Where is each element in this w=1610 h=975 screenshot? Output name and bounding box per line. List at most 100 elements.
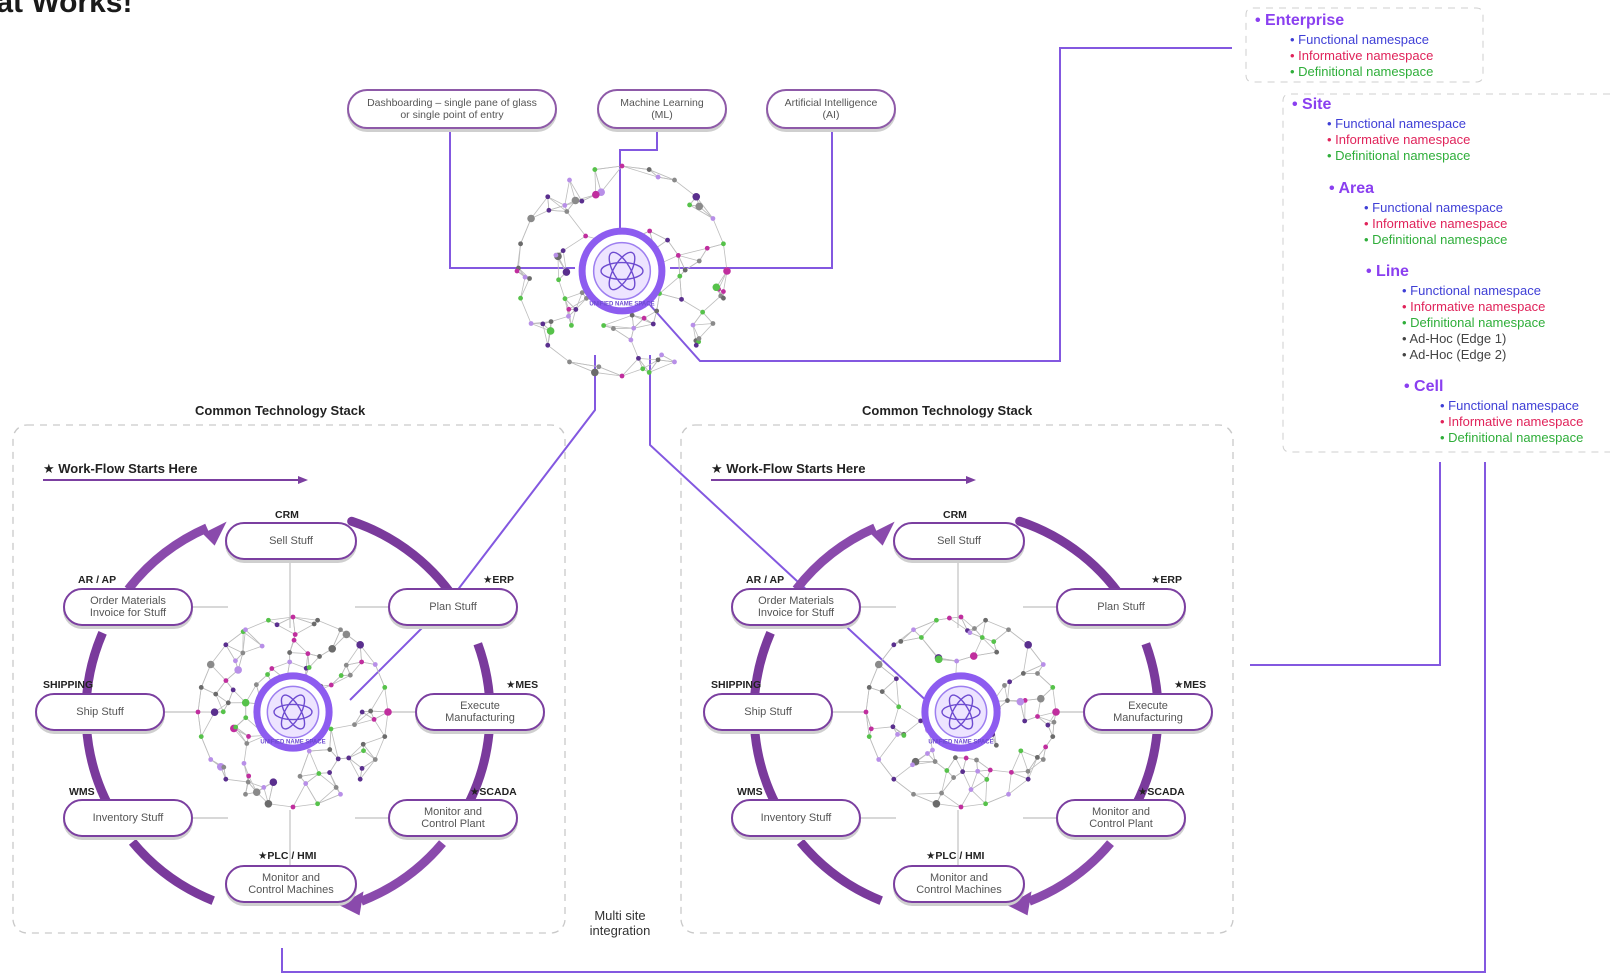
network-edge <box>621 358 639 377</box>
network-edge <box>990 769 1012 773</box>
machine-learning-node: Machine Learning (ML) <box>597 89 727 129</box>
workflow-arrow-1-head <box>298 476 308 484</box>
network-node <box>306 748 312 754</box>
network-edge <box>598 366 623 377</box>
network-edge <box>936 803 962 808</box>
network-edge <box>633 323 654 329</box>
cell-informative: Informative namespace <box>1440 414 1583 429</box>
network-edge <box>621 165 650 170</box>
network-edge <box>649 169 675 181</box>
network-node <box>918 718 924 724</box>
network-node <box>545 342 551 348</box>
network-edge <box>1020 750 1038 758</box>
site-heading: Site <box>1292 96 1331 114</box>
network-node <box>1016 697 1025 706</box>
network-node <box>210 708 219 716</box>
network-edge <box>981 637 997 653</box>
monitor-control-machines-node: Monitor and Control Machines <box>225 865 357 903</box>
network-edge <box>949 617 968 631</box>
network-edge <box>674 179 697 198</box>
mes-label: ★MES <box>1174 679 1207 691</box>
network-node <box>911 627 916 633</box>
network-edge <box>913 619 937 631</box>
stack-2-arrowhead-top <box>870 521 895 546</box>
workflow-arrow-2-head <box>966 476 976 484</box>
network-edge <box>1022 644 1029 674</box>
network-node <box>195 709 201 715</box>
network-edge <box>993 629 1009 642</box>
network-edge <box>197 687 202 713</box>
network-edge <box>707 243 724 249</box>
network-edge <box>359 759 376 780</box>
erp-label: ★ERP <box>483 574 515 586</box>
monitor-control-plant-node: Monitor and Control Plant <box>388 799 518 837</box>
network-edge <box>594 169 602 193</box>
network-node <box>898 638 904 644</box>
network-edge <box>200 711 215 737</box>
network-edge <box>276 624 296 635</box>
network-edge <box>575 292 583 310</box>
network-edge <box>1009 673 1024 683</box>
network-node <box>566 313 571 319</box>
network-edge <box>878 644 895 665</box>
network-edge <box>960 789 972 808</box>
network-edge <box>548 209 567 212</box>
network-node <box>654 308 660 314</box>
ship-stuff-node: Ship Stuff <box>703 693 833 731</box>
network-edge <box>354 719 375 726</box>
network-node <box>359 765 365 771</box>
network-node <box>287 659 293 665</box>
network-edge <box>973 651 997 657</box>
network-edge <box>881 691 899 708</box>
network-edge <box>698 248 708 262</box>
network-edge <box>941 792 962 808</box>
network-node <box>1035 714 1040 719</box>
network-node <box>934 617 939 623</box>
network-edge <box>289 661 307 669</box>
network-edge <box>317 787 337 805</box>
network-edge <box>865 687 870 713</box>
network-node <box>647 228 653 234</box>
execute-manufacturing-node: Execute Manufacturing <box>1083 693 1213 731</box>
network-node <box>1025 768 1031 774</box>
network-edge <box>679 276 682 300</box>
network-edge <box>245 629 263 647</box>
connector-line-0 <box>449 129 575 269</box>
network-edge <box>865 711 870 737</box>
sell-stuff-node: Sell Stuff <box>893 522 1025 560</box>
network-edge <box>520 277 526 299</box>
network-node <box>958 804 964 810</box>
network-node <box>291 637 297 643</box>
network-edge <box>981 620 986 638</box>
network-node <box>198 734 204 739</box>
network-node <box>335 756 341 762</box>
network-edge <box>1004 685 1008 701</box>
network-edge <box>941 770 948 794</box>
network-edge <box>878 734 898 760</box>
artificial-intelligence-node: Artificial Intelligence (AI) <box>766 89 896 129</box>
network-node <box>338 791 343 797</box>
network-edge <box>201 687 216 695</box>
network-node <box>528 321 534 326</box>
network-edge <box>1008 772 1012 795</box>
network-node <box>890 724 896 730</box>
network-edge <box>571 309 577 326</box>
network-edge <box>702 311 714 324</box>
network-edge <box>649 361 675 373</box>
network-edge <box>692 325 697 341</box>
network-node <box>343 662 349 668</box>
network-edge <box>542 323 549 346</box>
network-edge <box>363 736 385 745</box>
network-edge <box>677 255 686 271</box>
network-edge <box>248 781 264 788</box>
network-node <box>360 741 366 747</box>
network-edge <box>934 761 948 771</box>
stack-1-arc-bottom-right <box>359 840 446 906</box>
network-edge <box>1008 629 1029 646</box>
network-edge <box>868 664 880 688</box>
network-node <box>241 698 250 707</box>
network-node <box>352 722 357 728</box>
network-node <box>315 617 320 623</box>
network-edge <box>1052 722 1055 737</box>
